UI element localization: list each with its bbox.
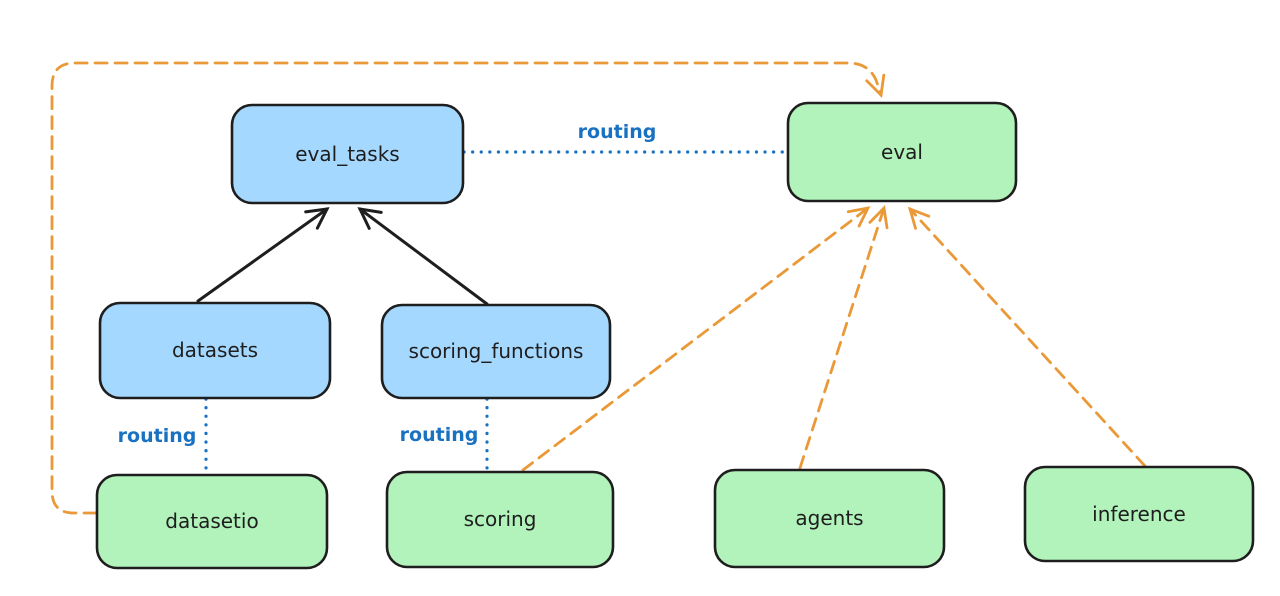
node-eval-tasks-box — [230, 103, 465, 205]
node-agents-box — [713, 468, 946, 569]
routing-label-eval-tasks-eval: routing — [578, 121, 657, 143]
node-scoring-label: scoring — [464, 507, 537, 531]
node-datasets: datasets — [98, 301, 332, 400]
node-datasets-label: datasets — [172, 338, 258, 362]
edge-agents-to-eval — [798, 205, 889, 470]
routing-label-scoring-functions-scoring: routing — [400, 424, 479, 446]
edge-datasetio-to-eval — [50, 61, 886, 515]
edge-inference-to-eval — [907, 206, 1147, 468]
node-datasetio: datasetio — [95, 473, 329, 570]
edge-labels: routing routing routing — [118, 121, 657, 447]
edge-scoring-to-eval — [521, 206, 871, 472]
routing-label-datasets-datasetio: routing — [118, 425, 197, 447]
node-eval: eval — [786, 101, 1018, 203]
node-inference-label: inference — [1092, 502, 1186, 526]
edge-scoring-functions-to-eval-tasks — [357, 207, 489, 306]
node-eval-tasks: eval_tasks — [230, 103, 465, 205]
node-agents-label: agents — [795, 506, 863, 530]
node-datasets-box — [98, 301, 332, 400]
node-scoring-functions-box — [380, 303, 612, 400]
node-scoring-box — [385, 470, 615, 569]
edge-datasets-to-eval-tasks — [196, 207, 330, 303]
node-inference-box — [1023, 465, 1255, 563]
node-datasetio-box — [95, 473, 329, 570]
node-eval-box — [786, 101, 1018, 203]
node-inference: inference — [1023, 465, 1255, 563]
nodes: eval_tasks eval datasets scoring_functio… — [95, 101, 1255, 570]
node-eval-tasks-label: eval_tasks — [295, 142, 399, 166]
node-scoring-functions-label: scoring_functions — [409, 339, 584, 363]
edges — [50, 61, 1147, 515]
node-scoring: scoring — [385, 470, 615, 569]
node-agents: agents — [713, 468, 946, 569]
node-datasetio-label: datasetio — [165, 509, 258, 533]
node-eval-label: eval — [881, 140, 923, 164]
node-scoring-functions: scoring_functions — [380, 303, 612, 400]
